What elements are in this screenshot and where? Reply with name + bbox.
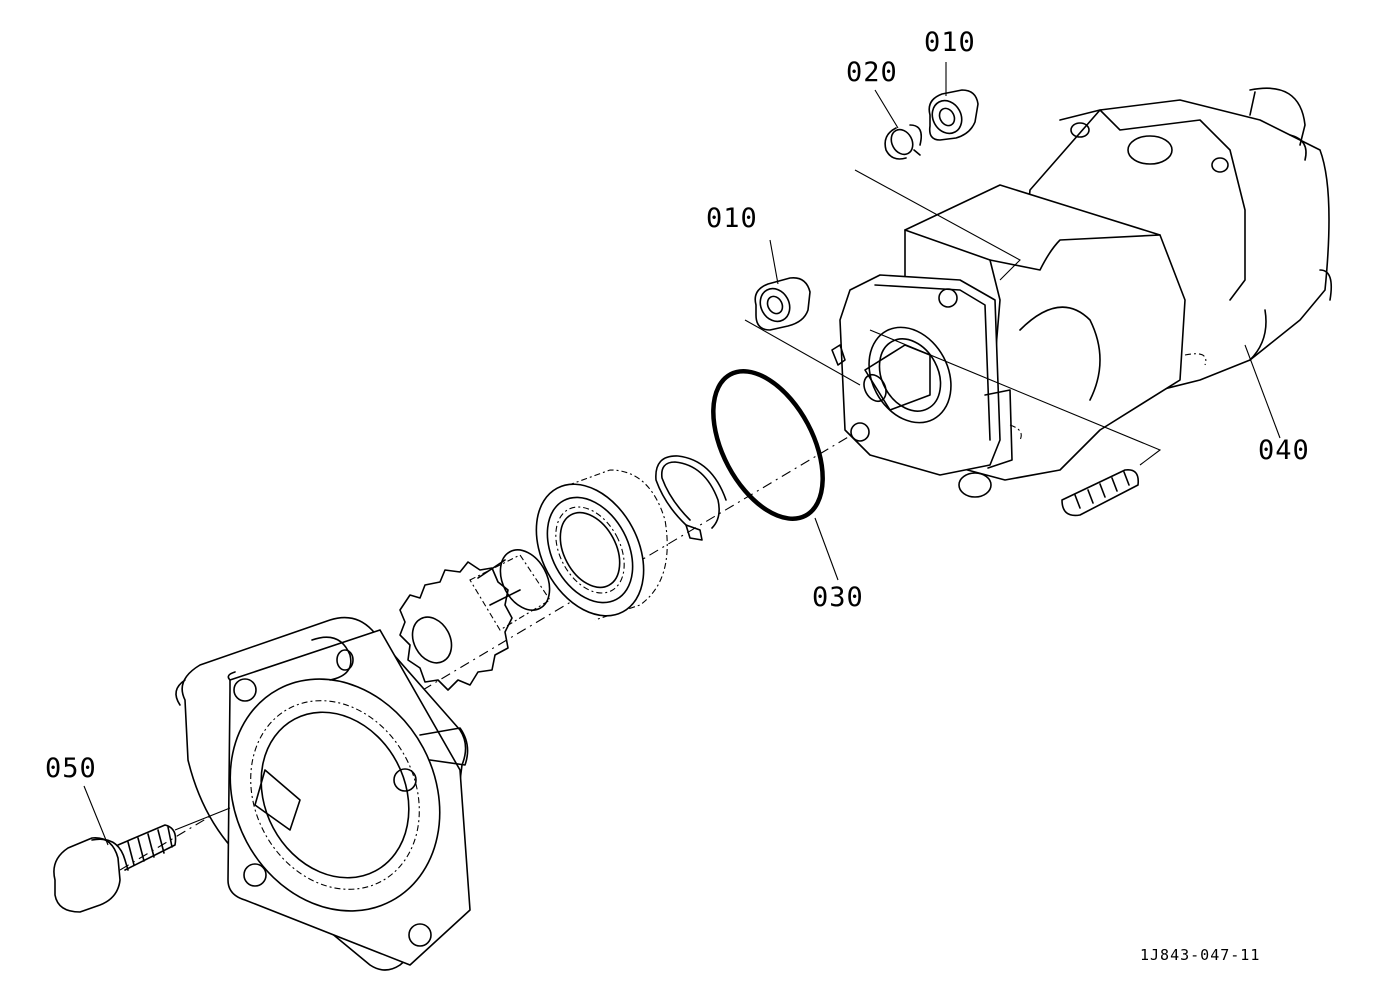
drive-gear [399,549,551,691]
hydraulic-pump-body [831,87,1333,498]
leader-lines [83,62,1281,846]
o-ring [711,369,825,521]
drawing-reference-number: 1J843-047-11 [1140,946,1261,964]
bolt-050 [53,807,231,913]
dowel-pin [1061,468,1140,517]
ball-bearing [535,469,668,621]
snap-ring [655,455,727,541]
part-label-020: 020 [846,57,898,88]
part-label-010-mid: 010 [706,203,758,234]
nut-010-lower [754,276,811,331]
nut-010-upper [928,89,979,141]
part-label-010-top: 010 [924,27,976,58]
rear-cover-housing [175,616,471,971]
part-label-050: 050 [45,753,97,784]
part-label-030: 030 [812,582,864,613]
part-label-040: 040 [1258,435,1310,466]
lock-washer-020 [884,124,923,160]
